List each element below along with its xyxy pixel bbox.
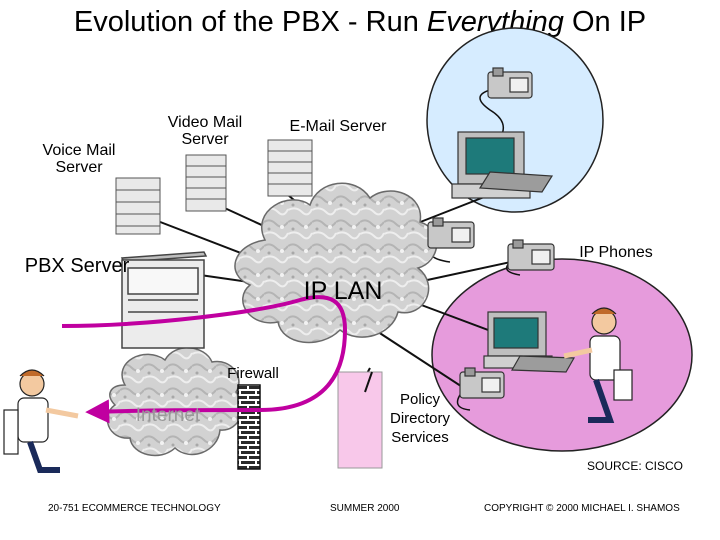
- person-icon: [563, 307, 633, 423]
- person-icon: [3, 369, 79, 473]
- footer-course: 20-751 ECOMMERCE TECHNOLOGY: [48, 503, 221, 514]
- firewall-icon: [237, 384, 261, 470]
- ip-lan-label: IP LAN: [303, 277, 383, 305]
- footer-date: SUMMER 2000: [330, 503, 400, 514]
- slide-title: Evolution of the PBX - Run Everything On…: [0, 6, 720, 39]
- policy-box: [337, 371, 383, 469]
- title-suffix: On IP: [563, 6, 647, 38]
- firewall-label: Firewall: [227, 365, 279, 382]
- title-prefix: Evolution of the PBX - Run: [73, 6, 427, 38]
- pbx-cabinet-icon: [120, 251, 208, 349]
- footer-copyright: COPYRIGHT © 2000 MICHAEL I. SHAMOS: [484, 503, 680, 514]
- remote-user-circle: [431, 258, 693, 452]
- email-label: E-Mail Server: [289, 118, 387, 135]
- voice-mail-server-icon: [115, 177, 161, 235]
- workstation-icon: [451, 131, 554, 199]
- email-server-icon: [267, 139, 313, 197]
- internet-cloud-icon: [106, 347, 244, 457]
- ip-phone-icon: [459, 367, 505, 399]
- video-mail-server-icon: [185, 154, 227, 212]
- policy-label: Policy Directory Services: [389, 391, 450, 446]
- source-label: SOURCE: CISCO: [586, 459, 683, 473]
- workstation-icon: [483, 311, 576, 373]
- pbx-label: PBX Server: [24, 255, 130, 277]
- video-mail-label: Video Mail Server: [167, 114, 243, 148]
- ip-phone-icon: [507, 239, 555, 271]
- internet-label: Internet: [135, 405, 201, 426]
- call-path: [61, 295, 348, 424]
- voice-mail-label: Voice Mail Server: [42, 142, 116, 176]
- ip-phone-icon: [427, 217, 475, 249]
- ip-phone-icon: [487, 67, 533, 99]
- ip-phones-label: IP Phones: [579, 244, 653, 261]
- ip-lan-cloud-icon: [234, 182, 438, 344]
